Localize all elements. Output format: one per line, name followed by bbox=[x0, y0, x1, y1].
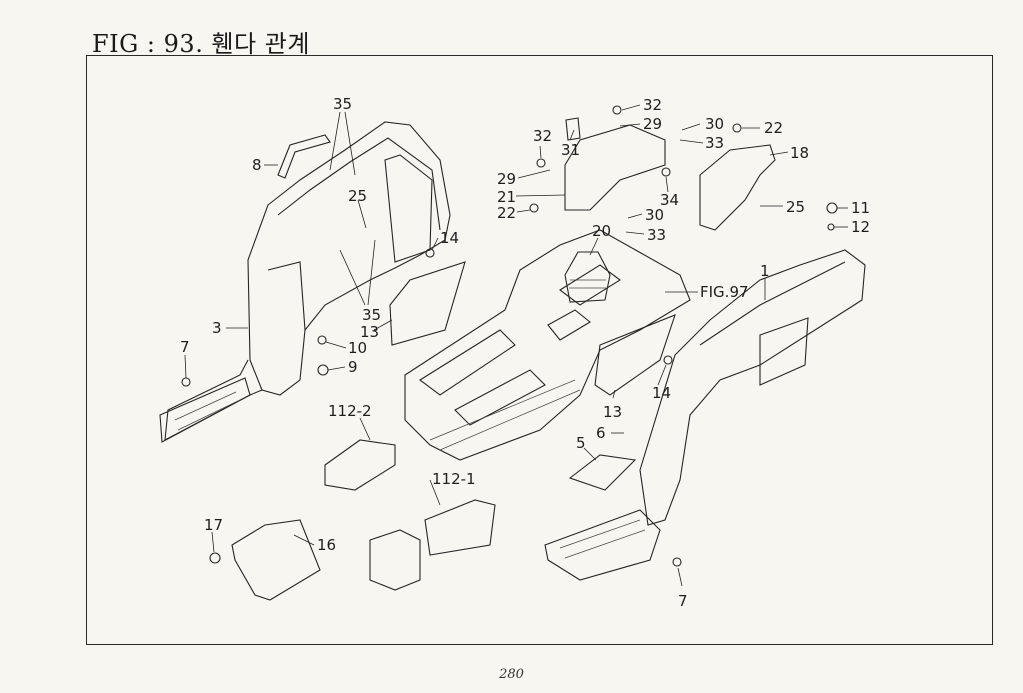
callout-5: 5 bbox=[576, 434, 586, 452]
bolt-part-22-top-icon bbox=[732, 123, 742, 133]
grab-handle-part-8 bbox=[277, 134, 331, 179]
callout-8: 8 bbox=[252, 156, 262, 174]
callout-29-left: 29 bbox=[497, 170, 516, 188]
callout-7-right: 7 bbox=[678, 592, 688, 610]
bolt-part-17-icon bbox=[209, 552, 221, 564]
callout-25-left: 25 bbox=[348, 187, 367, 205]
bracket-part-112-2 bbox=[324, 439, 396, 491]
callout-31: 31 bbox=[561, 141, 580, 159]
callout-9: 9 bbox=[348, 358, 358, 376]
bolt-part-7-right-icon bbox=[672, 557, 682, 567]
callout-17: 17 bbox=[204, 516, 223, 534]
callout-21: 21 bbox=[497, 188, 516, 206]
callout-12: 12 bbox=[851, 218, 870, 236]
post-bracket bbox=[369, 529, 421, 591]
inner-panel-part-13-left bbox=[389, 261, 466, 346]
bolt-part-34-icon bbox=[661, 167, 671, 177]
callout-13-right: 13 bbox=[603, 403, 622, 421]
bolt-part-22-icon bbox=[529, 203, 539, 213]
callout-112-1: 112-1 bbox=[432, 470, 476, 488]
bolt-part-7-left-icon bbox=[181, 377, 191, 387]
callout-32-left: 32 bbox=[533, 127, 552, 145]
callout-3: 3 bbox=[212, 319, 222, 337]
callout-16: 16 bbox=[317, 536, 336, 554]
callout-fig-97: FIG.97 bbox=[700, 283, 749, 301]
part-callouts: 35 8 25 35 3 7 10 9 14 13 112-2 17 16 11… bbox=[180, 95, 870, 610]
callout-33-mid: 33 bbox=[647, 226, 666, 244]
callout-1: 1 bbox=[760, 262, 770, 280]
left-fender-part-3 bbox=[159, 121, 451, 443]
bolt-part-9-icon bbox=[317, 364, 329, 376]
callout-33-top: 33 bbox=[705, 134, 724, 152]
callout-11: 11 bbox=[851, 199, 870, 217]
callout-34: 34 bbox=[660, 191, 679, 209]
callout-10: 10 bbox=[348, 339, 367, 357]
bolt-part-32-top-icon bbox=[612, 105, 622, 115]
callout-6: 6 bbox=[596, 424, 606, 442]
callout-22-left: 22 bbox=[497, 204, 516, 222]
callout-18: 18 bbox=[790, 144, 809, 162]
leader-lines bbox=[184, 104, 848, 587]
callout-7-left: 7 bbox=[180, 338, 190, 356]
callout-22-right: 22 bbox=[764, 119, 783, 137]
callout-29-top: 29 bbox=[643, 115, 662, 133]
callout-13-left: 13 bbox=[360, 323, 379, 341]
knob-part-11-icon bbox=[826, 202, 838, 214]
page-number: 280 bbox=[499, 667, 524, 682]
callout-30-mid: 30 bbox=[645, 206, 664, 224]
washer-part-10-icon bbox=[317, 335, 327, 345]
callout-35-bottom: 35 bbox=[362, 306, 381, 324]
right-fender-part-1 bbox=[544, 249, 866, 581]
callout-35-top: 35 bbox=[333, 95, 352, 113]
guard-part-18 bbox=[699, 144, 776, 231]
cover-plate-part-5 bbox=[568, 454, 637, 491]
step-part-16 bbox=[231, 519, 321, 601]
bolt-part-14-left-icon bbox=[425, 248, 435, 258]
callout-25-right: 25 bbox=[786, 198, 805, 216]
bolt-part-32-icon bbox=[536, 158, 546, 168]
washer-part-12-icon bbox=[827, 223, 835, 231]
bracket-part-31 bbox=[565, 117, 581, 141]
callout-14-left: 14 bbox=[440, 229, 459, 247]
bracket-part-112-1 bbox=[424, 499, 496, 556]
callout-32-top: 32 bbox=[643, 96, 662, 114]
bolt-part-14-right-icon bbox=[663, 355, 673, 365]
diagram-frame bbox=[86, 55, 993, 645]
callout-112-2: 112-2 bbox=[328, 402, 372, 420]
callout-14-right: 14 bbox=[652, 384, 671, 402]
callout-20: 20 bbox=[592, 222, 611, 240]
inner-panel-part-13-right bbox=[594, 314, 676, 396]
page-title: FIG : 93. 휀다 관계 bbox=[92, 30, 310, 58]
gear-boot-part-20 bbox=[564, 251, 611, 303]
floor-platform bbox=[404, 229, 691, 461]
callout-30-top: 30 bbox=[705, 115, 724, 133]
rear-guard-part-21 bbox=[564, 124, 666, 211]
